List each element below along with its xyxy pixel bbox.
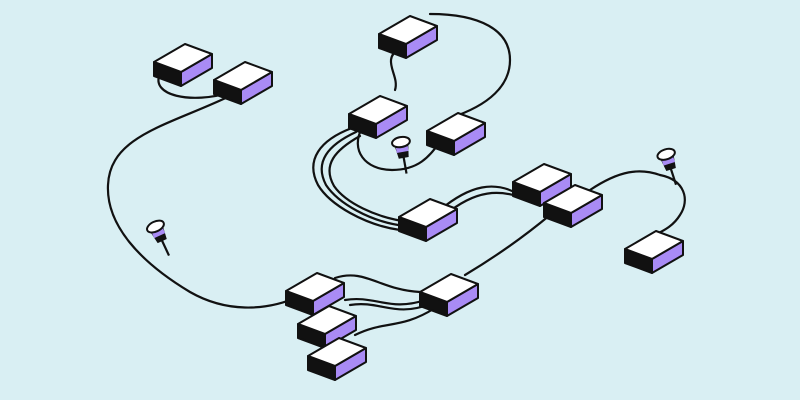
- cable: [588, 170, 662, 192]
- box-bottom-left-2: [297, 305, 357, 349]
- box-top-center: [378, 15, 438, 59]
- cable: [353, 306, 437, 337]
- box-center: [398, 198, 458, 242]
- box-right-lower: [543, 184, 603, 228]
- cable: [348, 302, 432, 311]
- cable: [463, 213, 552, 277]
- box-mid-upper-left: [348, 95, 408, 139]
- cable: [356, 126, 442, 172]
- cable: [343, 298, 427, 306]
- cable: [333, 274, 422, 294]
- cable: [328, 134, 412, 224]
- plug-icon: [656, 147, 678, 186]
- box-bottom-center: [419, 273, 479, 317]
- box-far-right: [624, 230, 684, 274]
- plug-icon: [391, 135, 411, 174]
- cable: [312, 126, 402, 232]
- box-bottom-left-3: [307, 337, 367, 381]
- cable: [428, 12, 512, 120]
- cable: [106, 93, 302, 309]
- plug-icon: [146, 219, 170, 257]
- cable: [320, 130, 407, 228]
- box-top-left-b: [213, 61, 273, 105]
- box-mid-upper-right: [426, 112, 486, 156]
- box-top-left-a: [153, 43, 213, 87]
- boxes: [153, 15, 684, 381]
- connectors: [146, 135, 678, 257]
